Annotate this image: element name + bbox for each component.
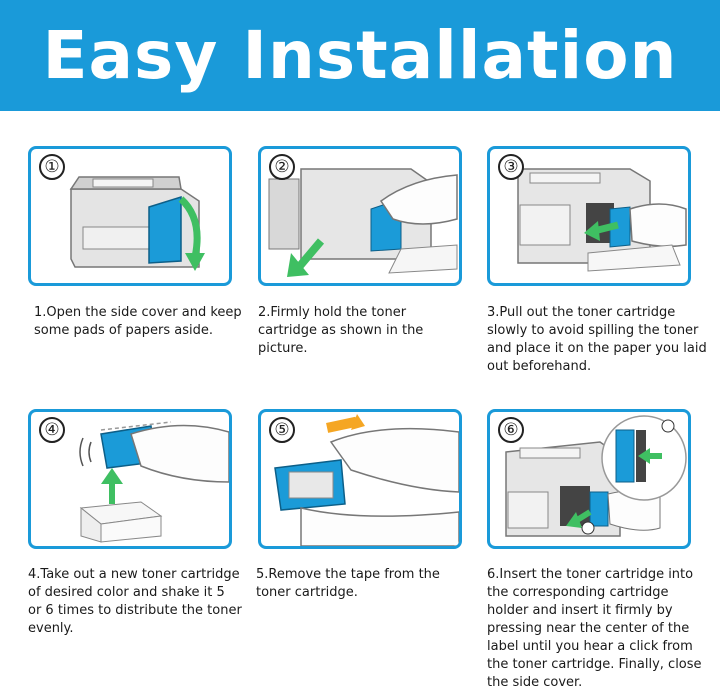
step-6-image: ⑥	[487, 409, 691, 549]
step-4-image: ④	[28, 409, 232, 549]
step-6-caption: 6.Insert the toner cartridge into the co…	[487, 567, 702, 690]
step-1-image: ①	[28, 146, 232, 286]
step-5-image: ⑤	[258, 409, 462, 549]
printer-open-cover-icon	[69, 176, 205, 271]
step-number: ③	[498, 154, 524, 180]
title-banner: Easy Installation	[0, 0, 720, 111]
step-2-image: ②	[258, 146, 462, 286]
hand-holding-cartridge-icon	[268, 168, 458, 277]
step-number: ②	[269, 154, 295, 180]
shake-cartridge-icon	[79, 421, 229, 543]
remove-tape-icon	[274, 414, 459, 546]
step-number: ④	[39, 417, 65, 443]
pull-cartridge-icon	[517, 168, 687, 272]
page-title: Easy Installation	[42, 16, 678, 94]
step-1-caption: 1.Open the side cover and keep some pads…	[34, 305, 242, 338]
step-5-caption: 5.Remove the tape from the toner cartrid…	[256, 567, 440, 600]
step-3-caption: 3.Pull out the toner cartridge slowly to…	[487, 305, 707, 374]
step-3-image: ③	[487, 146, 691, 286]
insert-cartridge-icon	[505, 415, 687, 537]
step-number: ①	[39, 154, 65, 180]
step-number: ⑥	[498, 417, 524, 443]
step-number: ⑤	[269, 417, 295, 443]
step-2-caption: 2.Firmly hold the toner cartridge as sho…	[258, 305, 424, 356]
step-4-caption: 4.Take out a new toner cartridge of desi…	[28, 567, 242, 636]
